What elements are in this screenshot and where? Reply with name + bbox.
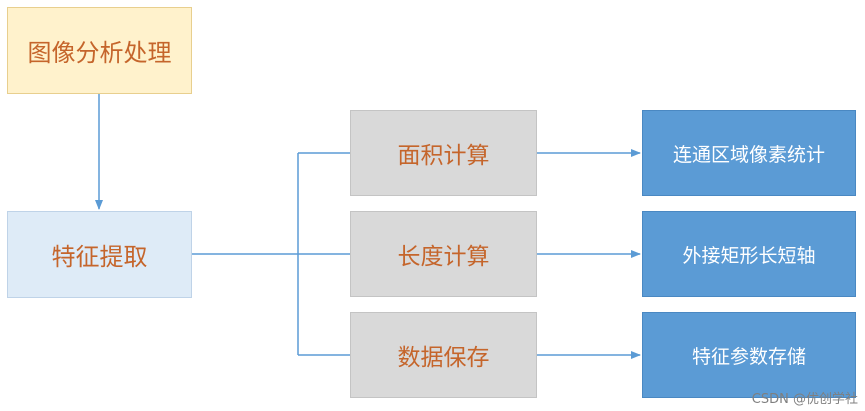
node-feature-extraction: 特征提取 xyxy=(7,211,192,298)
node-feature-save: 特征参数存储 xyxy=(642,312,856,398)
node-image-processing-label: 图像分析处理 xyxy=(27,39,172,67)
node-bounding-rect-label: 外接矩形长短轴 xyxy=(682,244,816,267)
node-feature-save-label: 特征参数存储 xyxy=(691,345,806,368)
node-area-calc: 面积计算 xyxy=(350,110,537,196)
node-length-calc-label: 长度计算 xyxy=(397,244,490,270)
node-length-calc: 长度计算 xyxy=(350,211,537,297)
node-area-calc-label: 面积计算 xyxy=(397,143,490,169)
node-connected-pixels: 连通区域像素统计 xyxy=(642,110,856,196)
node-data-save: 数据保存 xyxy=(350,312,537,398)
node-image-processing: 图像分析处理 xyxy=(7,7,192,94)
node-bounding-rect: 外接矩形长短轴 xyxy=(642,211,856,297)
node-data-save-label: 数据保存 xyxy=(397,345,490,371)
watermark: CSDN @优创学社 xyxy=(751,392,858,407)
node-feature-extraction-label: 特征提取 xyxy=(51,243,148,271)
node-connected-pixels-label: 连通区域像素统计 xyxy=(672,143,825,166)
